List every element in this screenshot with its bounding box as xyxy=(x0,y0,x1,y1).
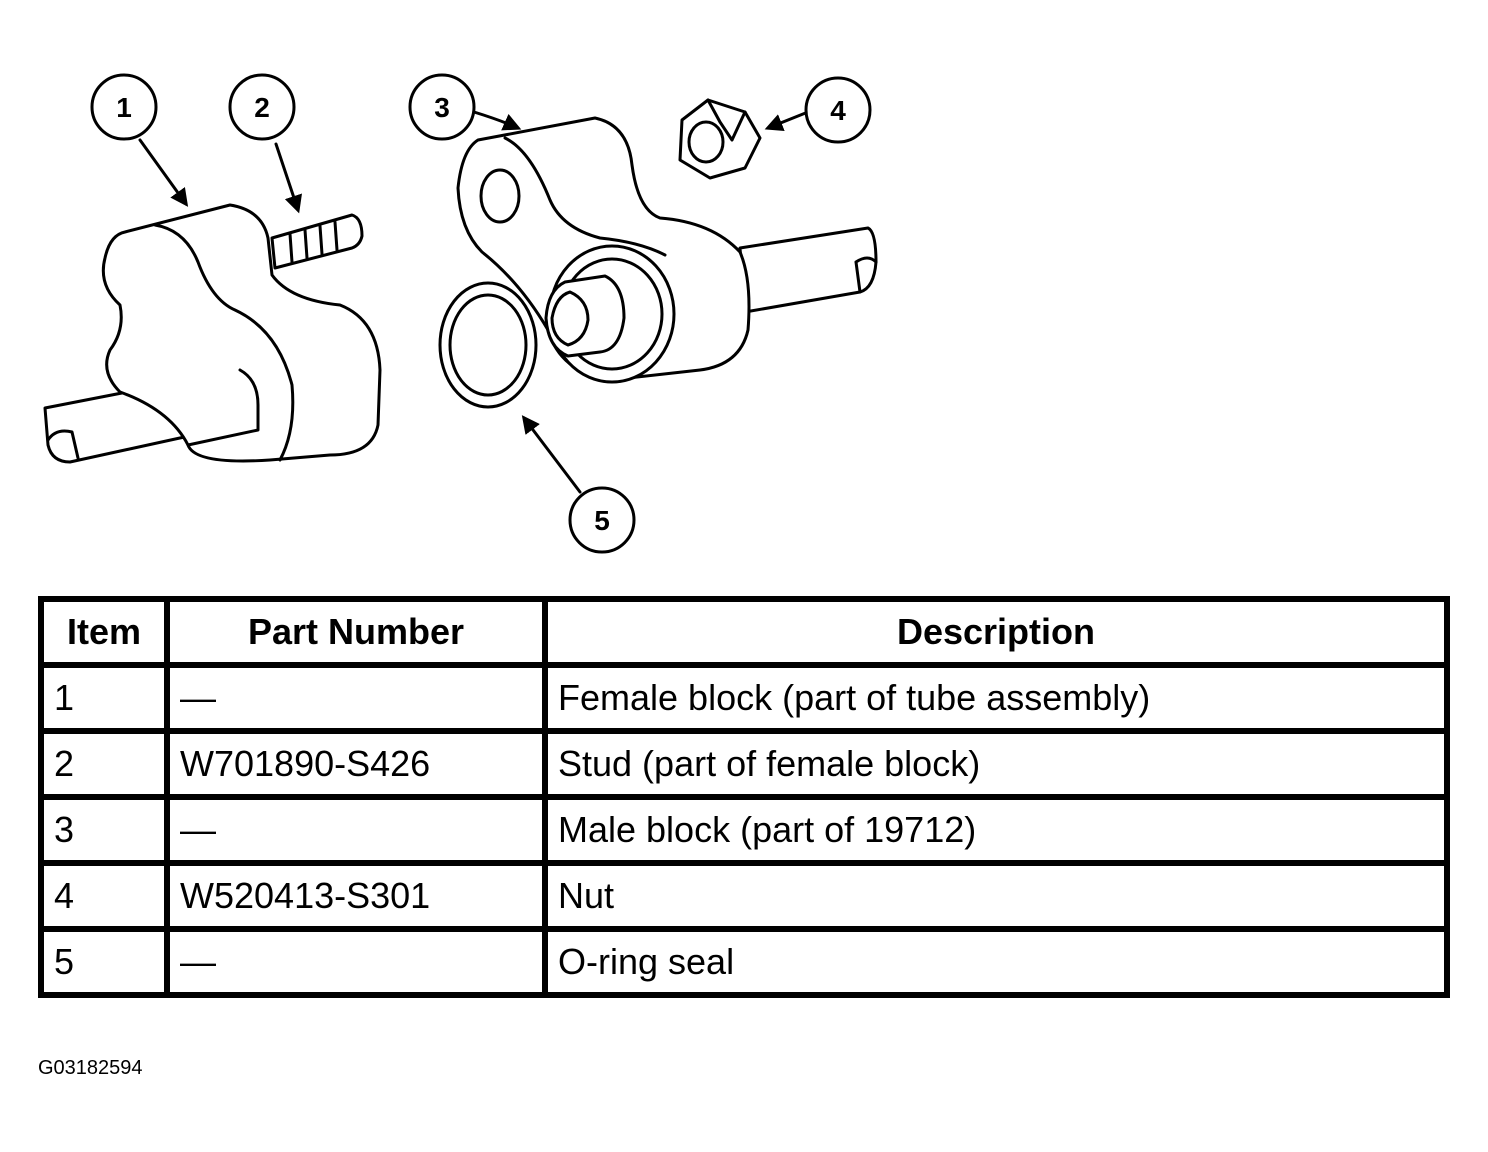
callout-5: 5 xyxy=(568,486,636,554)
cell-item: 2 xyxy=(38,728,170,800)
cell-item: 3 xyxy=(38,794,170,866)
cell-description: Male block (part of 19712) xyxy=(542,794,1450,866)
callout-4-label: 4 xyxy=(830,95,846,126)
callout-3: 3 xyxy=(408,73,476,141)
cell-description: O-ring seal xyxy=(542,926,1450,998)
leader-lines xyxy=(138,110,810,494)
cell-item: 5 xyxy=(38,926,170,998)
callout-2: 2 xyxy=(228,73,296,141)
cell-part-number: W701890-S426 xyxy=(164,728,548,800)
table-row: 1 — Female block (part of tube assembly) xyxy=(38,662,1450,734)
cell-part-number: W520413-S301 xyxy=(164,860,548,932)
stud-drawing xyxy=(270,213,364,270)
cell-part-number: — xyxy=(164,662,548,734)
callout-3-label: 3 xyxy=(434,92,450,123)
male-block-drawing xyxy=(456,116,878,384)
callout-4: 4 xyxy=(804,76,872,144)
nut-drawing xyxy=(678,98,762,180)
cell-item: 1 xyxy=(38,662,170,734)
cell-item: 4 xyxy=(38,860,170,932)
header-part-number: Part Number xyxy=(164,596,548,668)
table-row: 5 — O-ring seal xyxy=(38,926,1450,998)
table-header-row: Item Part Number Description xyxy=(38,596,1450,668)
table-row: 3 — Male block (part of 19712) xyxy=(38,794,1450,866)
parts-illustration: 1 2 3 4 5 xyxy=(43,73,878,554)
figure-id: G03182594 xyxy=(38,1057,143,1079)
female-block-drawing xyxy=(43,203,382,464)
parts-table: Item Part Number Description 1 — Female … xyxy=(38,596,1450,998)
cell-description: Stud (part of female block) xyxy=(542,728,1450,800)
cell-description: Female block (part of tube assembly) xyxy=(542,662,1450,734)
callout-1: 1 xyxy=(90,73,158,141)
cell-description: Nut xyxy=(542,860,1450,932)
table-row: 4 W520413-S301 Nut xyxy=(38,860,1450,932)
cell-part-number: — xyxy=(164,926,548,998)
callout-1-label: 1 xyxy=(116,92,132,123)
header-description: Description xyxy=(542,596,1450,668)
callout-5-label: 5 xyxy=(594,505,610,536)
callout-2-label: 2 xyxy=(254,92,270,123)
cell-part-number: — xyxy=(164,794,548,866)
table-row: 2 W701890-S426 Stud (part of female bloc… xyxy=(38,728,1450,800)
header-item: Item xyxy=(38,596,170,668)
o-ring-drawing xyxy=(438,281,538,409)
